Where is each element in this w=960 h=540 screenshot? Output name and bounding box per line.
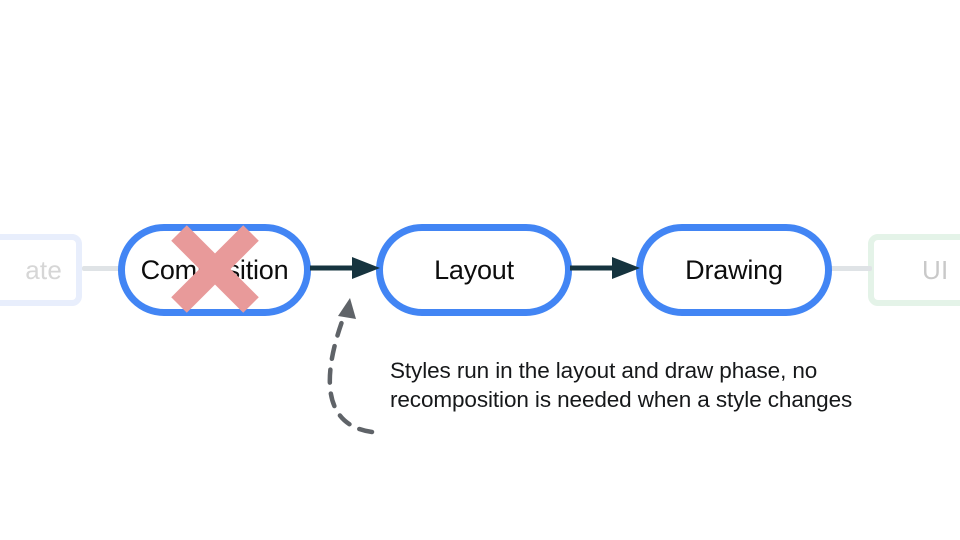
side-box-ui-label: UI [922,254,949,285]
phase-pill-composition[interactable]: Composition [118,224,311,316]
phase-pill-layout[interactable]: Layout [376,224,572,316]
phase-pill-drawing-label: Drawing [685,254,783,285]
phase-pill-layout-label: Layout [434,254,514,285]
callout-caption: Styles run in the layout and draw phase,… [390,358,853,412]
side-box-state: ate [0,234,82,306]
dashed-callout-arrow-icon [327,298,375,435]
phase-pill-composition-label: Composition [140,254,289,285]
side-box-state-label: ate [25,254,62,285]
connector-state-to-composition [82,266,122,271]
phase-pill-drawing[interactable]: Drawing [636,224,832,316]
connector-drawing-to-ui [828,266,872,271]
side-box-ui: UI [868,234,960,306]
arrow-layout-to-drawing-icon [570,257,640,279]
arrow-composition-to-layout-icon [310,257,380,279]
